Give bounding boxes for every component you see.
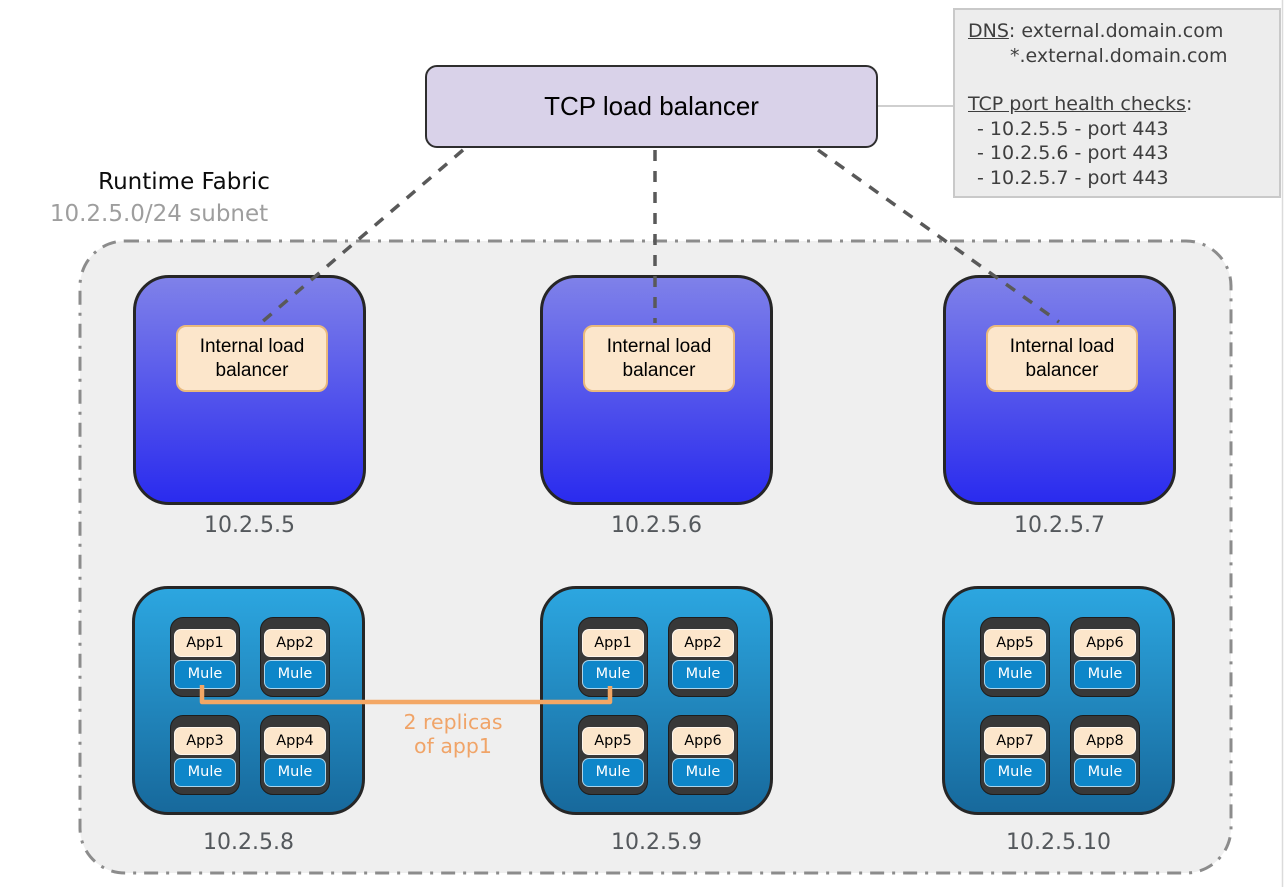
fabric-title: Runtime Fabric [98, 169, 270, 195]
ip-label: 10.2.5.9 [611, 830, 702, 855]
app-label: App8 [1074, 726, 1136, 755]
internal-load-balancer-box: Internal load balancer [986, 325, 1138, 392]
ilb-node-3: Internal load balancer [943, 275, 1176, 505]
pod: App5 Mule [578, 715, 648, 795]
health-check-item: - 10.2.5.6 - port 443 [977, 142, 1169, 164]
internal-load-balancer-box: Internal load balancer [583, 325, 735, 392]
mule-runtime-label: Mule [984, 757, 1046, 787]
app-label: App5 [984, 628, 1046, 657]
mule-runtime-label: Mule [264, 659, 326, 689]
dns-info-panel: DNS: external.domain.com *.external.doma… [953, 8, 1281, 198]
mule-runtime-label: Mule [582, 757, 644, 787]
ip-label: 10.2.5.8 [203, 830, 294, 855]
ip-label: 10.2.5.5 [204, 513, 295, 538]
dns-wildcard: *.external.domain.com [1010, 44, 1228, 67]
replica-annotation-line1: 2 replicas [403, 710, 503, 734]
mule-runtime-label: Mule [1074, 757, 1136, 787]
pod: App4 Mule [260, 715, 330, 795]
tcp-load-balancer-node: TCP load balancer [425, 65, 878, 148]
app-label: App6 [1074, 628, 1136, 657]
app-label: App2 [264, 628, 326, 657]
ilb-node-2: Internal load balancer [540, 275, 773, 505]
pod: App6 Mule [1070, 617, 1140, 697]
ilb-node-1: Internal load balancer [133, 275, 366, 505]
pod: App5 Mule [980, 617, 1050, 697]
app-label: App5 [582, 726, 644, 755]
internal-load-balancer-box: Internal load balancer [176, 325, 328, 392]
mule-runtime-label: Mule [672, 757, 734, 787]
pod: App2 Mule [260, 617, 330, 697]
fabric-subnet-label: 10.2.5.0/24 subnet [49, 201, 269, 227]
spacer [968, 68, 1279, 92]
app-label: App1 [174, 628, 236, 657]
pod: App1 Mule [170, 617, 240, 697]
pod: App6 Mule [668, 715, 738, 795]
pod: App7 Mule [980, 715, 1050, 795]
ip-label: 10.2.5.10 [1006, 830, 1111, 855]
health-checks-colon: : [1185, 93, 1193, 115]
pod: App1 Mule [578, 617, 648, 697]
mule-runtime-label: Mule [264, 757, 326, 787]
mule-runtime-label: Mule [174, 757, 236, 787]
mule-runtime-label: Mule [174, 659, 236, 689]
app-label: App4 [264, 726, 326, 755]
dns-value: : external.domain.com [1008, 20, 1224, 42]
mule-runtime-label: Mule [1074, 659, 1136, 689]
app-label: App6 [672, 726, 734, 755]
health-checks-title-line: TCP port health checks: [968, 92, 1279, 117]
mule-runtime-label: Mule [984, 659, 1046, 689]
health-check-item: - 10.2.5.7 - port 443 [977, 166, 1169, 189]
worker-node-3: App5 Mule App6 Mule App7 Mule App8 Mule [942, 586, 1175, 815]
replica-annotation: 2 replicas of app1 [391, 710, 515, 758]
pod: App2 Mule [668, 617, 738, 697]
ip-label: 10.2.5.6 [611, 513, 702, 538]
pod: App8 Mule [1070, 715, 1140, 795]
ip-label: 10.2.5.7 [1014, 513, 1105, 538]
dns-line: DNS: external.domain.com [968, 19, 1279, 44]
worker-node-1: App1 Mule App2 Mule App3 Mule App4 Mule [132, 586, 365, 815]
tcp-load-balancer-label: TCP load balancer [544, 91, 759, 121]
pod: App3 Mule [170, 715, 240, 795]
dns-term: DNS [968, 20, 1009, 42]
worker-node-2: App1 Mule App2 Mule App5 Mule App6 Mule [540, 586, 773, 815]
replica-annotation-line2: of app1 [414, 734, 492, 758]
app-label: App2 [672, 628, 734, 657]
app-label: App3 [174, 726, 236, 755]
app-label: App1 [582, 628, 644, 657]
health-check-item: - 10.2.5.5 - port 443 [977, 117, 1169, 140]
health-checks-title: TCP port health checks [968, 93, 1186, 115]
mule-runtime-label: Mule [582, 659, 644, 689]
mule-runtime-label: Mule [672, 659, 734, 689]
app-label: App7 [984, 726, 1046, 755]
